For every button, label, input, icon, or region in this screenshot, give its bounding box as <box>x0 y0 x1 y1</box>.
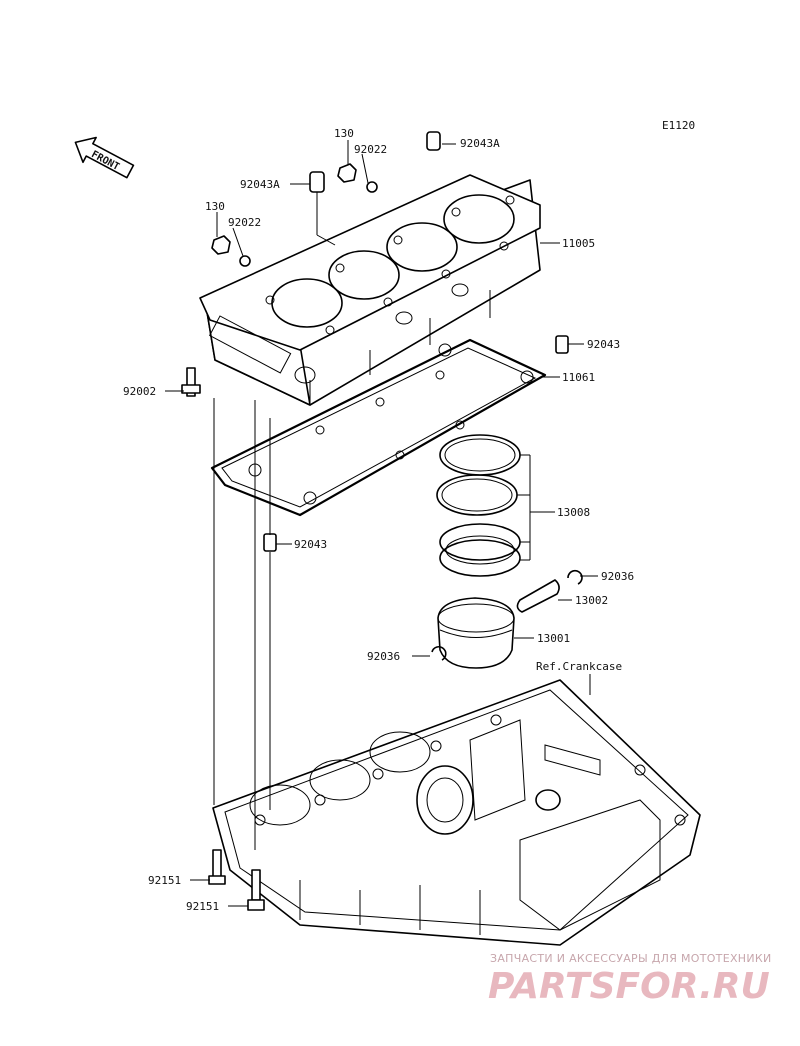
label-11061: 11061 <box>562 371 595 384</box>
stud-92002 <box>181 367 201 397</box>
label-92022-lower: 92022 <box>228 216 261 229</box>
circlip-right <box>567 569 583 585</box>
dowel-92043A-right <box>426 131 441 151</box>
label-ref-crankcase: Ref.Crankcase <box>536 660 622 673</box>
bolt-92151-lower <box>247 869 265 911</box>
circlip-left <box>431 646 447 661</box>
callout-labels: 130 92022 92043A 92043A 130 92022 11005 … <box>123 127 634 913</box>
dowel-92043-upper <box>555 335 569 354</box>
label-92043A-right: 92043A <box>460 137 500 150</box>
diagram-code: E1120 <box>662 119 695 132</box>
piston-rings <box>436 434 521 577</box>
dowel-92043-lower <box>263 533 277 552</box>
watermark-tagline: ЗАПЧАСТИ И АКСЕССУАРЫ ДЛЯ МОТОТЕХНИКИ <box>490 952 772 965</box>
dowel-92043A-left <box>309 171 325 193</box>
label-92002: 92002 <box>123 385 156 398</box>
bolt-130-upper <box>337 163 378 193</box>
crankcase <box>212 679 701 946</box>
label-92043-lower: 92043 <box>294 538 327 551</box>
piston <box>437 597 515 669</box>
label-92151-lower: 92151 <box>186 900 219 913</box>
label-92022-upper: 92022 <box>354 143 387 156</box>
watermark: ЗАПЧАСТИ И АКСЕССУАРЫ ДЛЯ МОТОТЕХНИКИ PA… <box>488 952 772 1007</box>
leader-lines <box>165 140 598 907</box>
front-arrow-icon: FRONT <box>74 136 135 179</box>
label-130-upper: 130 <box>334 127 354 140</box>
label-130-lower: 130 <box>205 200 225 213</box>
label-13008: 13008 <box>557 506 590 519</box>
label-13001: 13001 <box>537 632 570 645</box>
piston-pin <box>516 579 560 613</box>
cylinder-block <box>199 174 541 406</box>
label-92036-right: 92036 <box>601 570 634 583</box>
base-gasket <box>210 338 547 517</box>
bolt-92151-upper <box>208 849 226 885</box>
label-92151-upper: 92151 <box>148 874 181 887</box>
label-11005: 11005 <box>562 237 595 250</box>
bolt-130-lower <box>211 235 251 267</box>
label-92043A-left: 92043A <box>240 178 280 191</box>
label-92036-left: 92036 <box>367 650 400 663</box>
watermark-logo: PARTSFOR.RU <box>488 966 770 1007</box>
label-92043-upper: 92043 <box>587 338 620 351</box>
label-13002: 13002 <box>575 594 608 607</box>
